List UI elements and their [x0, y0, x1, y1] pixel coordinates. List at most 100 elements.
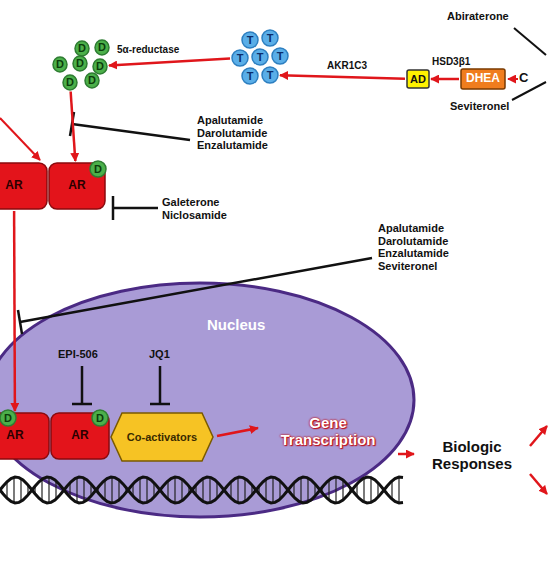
- drug-label: Apalutamide Darolutamide Enzalutamide: [197, 114, 289, 152]
- dna-rung: [174, 477, 175, 503]
- dht-circle: [90, 161, 106, 177]
- dht-circle: [73, 56, 87, 71]
- inhibitor-bar: [18, 310, 22, 334]
- red-arrow: [398, 453, 414, 456]
- dna-rung: [83, 478, 84, 502]
- dht-circle: [92, 410, 108, 426]
- dna-rung: [391, 481, 392, 499]
- dna-rung: [307, 478, 308, 502]
- testosterone-circle: T: [251, 48, 269, 66]
- node-label: T: [247, 34, 254, 47]
- dna-rung: [20, 479, 21, 502]
- hormone-box: DHEA: [460, 68, 506, 90]
- dht-circle: [0, 410, 16, 426]
- text-holder: T: [261, 29, 279, 47]
- text-holder: DHEA: [460, 68, 506, 90]
- inhibitor-line: [512, 82, 546, 100]
- dna-rung: [55, 481, 56, 499]
- dna-rung: [146, 478, 147, 503]
- inhibitor-line: [514, 28, 546, 55]
- dht-circle: [63, 75, 77, 90]
- testosterone-circle: [252, 49, 268, 65]
- text-holder: Nucleus: [207, 316, 265, 334]
- dht-circle: D: [89, 160, 107, 178]
- dht-circle: D: [72, 55, 88, 72]
- node-label: AD: [410, 73, 426, 86]
- dna-rung: [202, 479, 203, 502]
- dht-circle: D: [74, 40, 90, 57]
- dht-circle: D: [84, 72, 100, 89]
- text-holder: T: [241, 67, 259, 85]
- pathway-arrow: [280, 75, 405, 78]
- text-holder: D: [72, 55, 88, 72]
- text-holder: T: [251, 48, 269, 66]
- drug-label: JQ1: [149, 348, 170, 361]
- node-label: D: [96, 412, 104, 425]
- coactivator-hexagon: [111, 413, 213, 461]
- text-holder: Co-activators: [110, 412, 214, 462]
- inhibitor-line: [159, 366, 162, 404]
- text-holder: D: [91, 409, 109, 427]
- node-label: T: [257, 51, 264, 64]
- drug-label: Apalutamide Darolutamide Enzalutamide Se…: [378, 222, 470, 273]
- testosterone-circle: [242, 68, 258, 84]
- receptor-box: AR: [0, 162, 48, 210]
- red-arrow: [530, 426, 547, 446]
- region-label: Nucleus: [207, 316, 265, 333]
- red-arrow: [530, 474, 547, 494]
- dht-circle: D: [52, 56, 68, 73]
- text-holder: T: [271, 47, 289, 65]
- node-label: T: [247, 70, 254, 83]
- node-label: D: [88, 74, 96, 87]
- dht-circle: D: [0, 409, 17, 427]
- text-holder: D: [74, 40, 90, 57]
- hormone-box: AD: [406, 69, 430, 89]
- receptor-box: ARD: [48, 162, 106, 210]
- nucleus-ellipse: [0, 283, 414, 517]
- node-label: D: [56, 58, 64, 71]
- dht-circle: D: [91, 409, 109, 427]
- inhibitor-line: [113, 207, 158, 210]
- testosterone-circle: [262, 67, 278, 83]
- drug-label: Seviteronel: [450, 100, 509, 113]
- hormone-box: [461, 69, 505, 89]
- dna-rung: [279, 481, 280, 499]
- dht-circle: D: [92, 58, 108, 75]
- testosterone-circle: [262, 30, 278, 46]
- drug-label: EPI-506: [58, 348, 98, 361]
- node-label: AR: [71, 429, 88, 443]
- dna-rung: [139, 478, 140, 502]
- text-holder: T: [261, 66, 279, 84]
- receptor-box: ARD: [0, 412, 50, 460]
- pathway-arrow: [71, 91, 76, 161]
- text-holder: T: [241, 31, 259, 49]
- dna-rung: [300, 478, 301, 503]
- receptor-box: AR D: [50, 412, 110, 460]
- testosterone-circle: T: [231, 49, 249, 67]
- node-label: T: [267, 69, 274, 82]
- dna-rung: [363, 478, 364, 502]
- text-holder: D: [92, 58, 108, 75]
- dna-rung: [118, 480, 119, 500]
- testosterone-circle: T: [271, 47, 289, 65]
- dna-rung: [181, 479, 182, 501]
- dht-circle: D: [94, 39, 110, 56]
- dht-circle: [85, 73, 99, 88]
- dna-rung: [328, 480, 329, 500]
- text-holder: D: [0, 409, 17, 427]
- receptor-box: [0, 163, 47, 209]
- inhibitor-bar: [72, 403, 92, 406]
- node-label: D: [78, 42, 86, 55]
- dna-rung: [335, 477, 336, 503]
- dna-rung: [41, 479, 42, 501]
- cut-label: C: [519, 71, 528, 86]
- dht-circle: [93, 59, 107, 74]
- inhibitor-line: [81, 366, 84, 404]
- inhibitor-line: [72, 124, 190, 140]
- inhibitor-bar: [112, 196, 115, 220]
- dht-circle: [75, 41, 89, 56]
- red-arrow: [0, 118, 40, 160]
- testosterone-circle: T: [261, 29, 279, 47]
- node-label: D: [66, 76, 74, 89]
